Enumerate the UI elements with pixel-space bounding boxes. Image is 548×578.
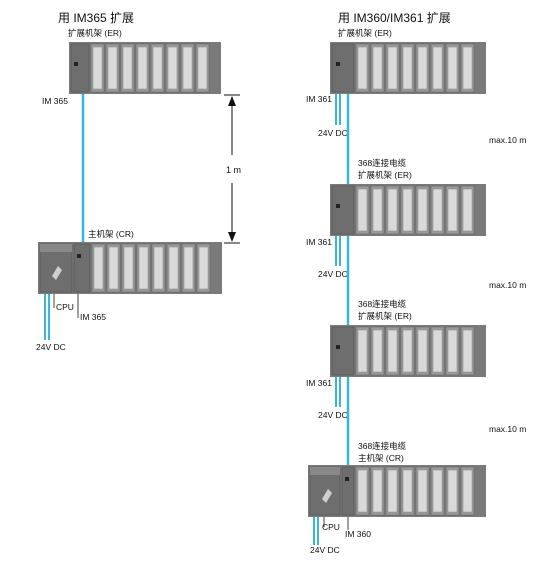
right-distance-label-2: max.10 m (489, 280, 526, 290)
right-power-label-4: 24V DC (310, 545, 340, 555)
right-cr-label: 主机架 (CR) (358, 453, 404, 463)
left-power-label: 24V DC (36, 342, 66, 352)
right-er2-label: 扩展机架 (ER) (358, 170, 412, 180)
right-im361-module-3 (331, 326, 355, 376)
left-distance-dimension (224, 94, 240, 244)
left-central-rack (38, 242, 222, 294)
right-expansion-rack-1 (330, 42, 486, 94)
key-switch-icon (52, 266, 62, 280)
arrow-down-icon (228, 232, 236, 242)
left-expansion-rack (69, 42, 221, 94)
left-im365-top-label: IM 365 (42, 96, 68, 106)
left-im365-top-module (70, 43, 90, 93)
right-central-rack (308, 465, 486, 517)
right-power-label-1: 24V DC (318, 128, 348, 138)
right-expansion-rack-3 (330, 325, 486, 377)
right-im361-label-3: IM 361 (306, 378, 332, 388)
right-er2-slots (355, 185, 475, 235)
right-cable-label-4: 368连接电缆 (358, 441, 407, 451)
right-er3-label: 扩展机架 (ER) (358, 311, 412, 321)
right-im360-label: IM 360 (345, 529, 371, 539)
right-expansion-rack-2 (330, 184, 486, 236)
right-im361-module-1 (331, 43, 355, 93)
left-cpu-label: CPU (56, 302, 74, 312)
right-im361-module-2 (331, 185, 355, 235)
right-er3-slots (355, 326, 475, 376)
left-im365-bottom-module (73, 243, 91, 293)
right-im361-label-2: IM 361 (306, 237, 332, 247)
right-er1-label: 扩展机架 (ER) (338, 28, 392, 38)
right-cr-slots (355, 466, 475, 516)
right-cable-label-3: 368连接电缆 (358, 299, 407, 309)
right-im361-label-1: IM 361 (306, 94, 332, 104)
right-er1-slots (355, 43, 475, 93)
key-switch-icon (322, 489, 332, 503)
left-er-label: 扩展机架 (ER) (68, 28, 122, 38)
right-power-label-3: 24V DC (318, 410, 348, 420)
right-distance-label-1: max.10 m (489, 135, 526, 145)
left-er-slots (90, 43, 210, 93)
left-cr-label: 主机架 (CR) (88, 229, 134, 239)
right-cable-label-2: 368连接电缆 (358, 158, 407, 168)
arrow-up-icon (228, 96, 236, 106)
left-title: 用 IM365 扩展 (58, 11, 134, 25)
right-cpu-label: CPU (322, 522, 340, 532)
left-cr-slots (91, 243, 211, 293)
left-distance-label: 1 m (226, 165, 241, 175)
right-power-label-2: 24V DC (318, 269, 348, 279)
right-im360-module (341, 466, 355, 516)
right-title: 用 IM360/IM361 扩展 (338, 11, 451, 25)
right-distance-label-3: max.10 m (489, 424, 526, 434)
left-im365-bottom-label: IM 365 (80, 312, 106, 322)
